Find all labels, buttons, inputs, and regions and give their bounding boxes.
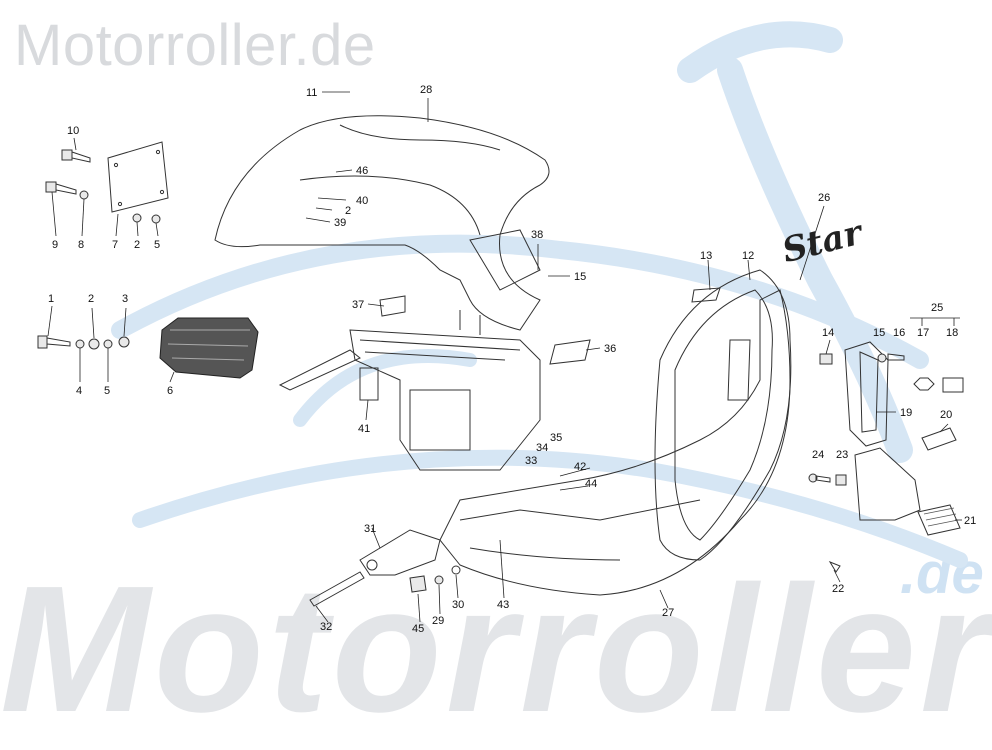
callout-42: 42 (574, 461, 586, 473)
callout-2: 2 (88, 293, 94, 305)
frame-part (278, 295, 591, 471)
callout-3: 3 (122, 293, 128, 305)
swoosh-watermark (111, 21, 968, 568)
callout-17: 17 (917, 327, 929, 339)
callout-19: 19 (900, 407, 912, 419)
callout-25: 25 (931, 302, 943, 314)
callout-20: 20 (940, 409, 952, 421)
callout-15: 15 (873, 327, 885, 339)
callout-43: 43 (497, 599, 509, 611)
callout-26: 26 (818, 192, 830, 204)
callout-40: 40 (356, 195, 368, 207)
callout-14: 14 (822, 327, 834, 339)
callout-5: 5 (154, 239, 160, 251)
callout-1: 1 (48, 293, 54, 305)
callout-44: 44 (585, 478, 597, 490)
floorboard-part (439, 289, 791, 596)
watermark-bottom: Motorroller (0, 549, 992, 750)
callout-34: 34 (536, 442, 548, 454)
callout-2: 2 (345, 205, 351, 217)
callout-15: 15 (574, 271, 586, 283)
callout-18: 18 (946, 327, 958, 339)
callout-27: 27 (662, 607, 674, 619)
callout-39: 39 (334, 217, 346, 229)
callout-4: 4 (76, 385, 82, 397)
front-shield-part (214, 115, 550, 331)
bracket-part (309, 529, 461, 607)
callout-12: 12 (742, 250, 754, 262)
callout-41: 41 (358, 423, 370, 435)
callout-9: 9 (52, 239, 58, 251)
grille-part (917, 504, 961, 536)
callout-7: 7 (112, 239, 118, 251)
callout-8: 8 (78, 239, 84, 251)
callout-13: 13 (700, 250, 712, 262)
nuts-part (913, 377, 964, 393)
callout-36: 36 (604, 343, 616, 355)
callout-5: 5 (104, 385, 110, 397)
callout-35: 35 (550, 432, 562, 444)
callout-10: 10 (67, 125, 79, 137)
callout-16: 16 (893, 327, 905, 339)
bolts-group-upper (45, 149, 161, 224)
callout-22: 22 (832, 583, 844, 595)
callout-37: 37 (352, 299, 364, 311)
callout-33: 33 (525, 455, 537, 467)
clip-part (921, 427, 957, 451)
callout-31: 31 (364, 523, 376, 535)
mounting-plate-part (107, 141, 169, 213)
callout-6: 6 (167, 385, 173, 397)
leader-lines (47, 91, 962, 623)
callout-28: 28 (420, 84, 432, 96)
side-trim-part (844, 341, 921, 521)
watermark-top: Motorroller.de (14, 13, 376, 78)
callout-30: 30 (452, 599, 464, 611)
callout-45: 45 (412, 623, 424, 635)
callout-32: 32 (320, 621, 332, 633)
callout-2: 2 (134, 239, 140, 251)
callout-24: 24 (812, 449, 824, 461)
exploded-parts-diagram: 11 28 10 46 40 2 39 9 8 7 2 5 26 38 15 1… (37, 21, 976, 635)
callout-23: 23 (836, 449, 848, 461)
callout-21: 21 (964, 515, 976, 527)
callout-29: 29 (432, 615, 444, 627)
leg-shield-part (654, 269, 792, 561)
toolbox-part (159, 317, 259, 379)
callout-46: 46 (356, 165, 368, 177)
callout-labels: 11 28 10 46 40 2 39 9 8 7 2 5 26 38 15 1… (48, 84, 976, 635)
bolts-group-lower (37, 335, 130, 350)
callout-38: 38 (531, 229, 543, 241)
small-fasteners-part (808, 353, 905, 573)
callout-11: 11 (306, 87, 317, 99)
